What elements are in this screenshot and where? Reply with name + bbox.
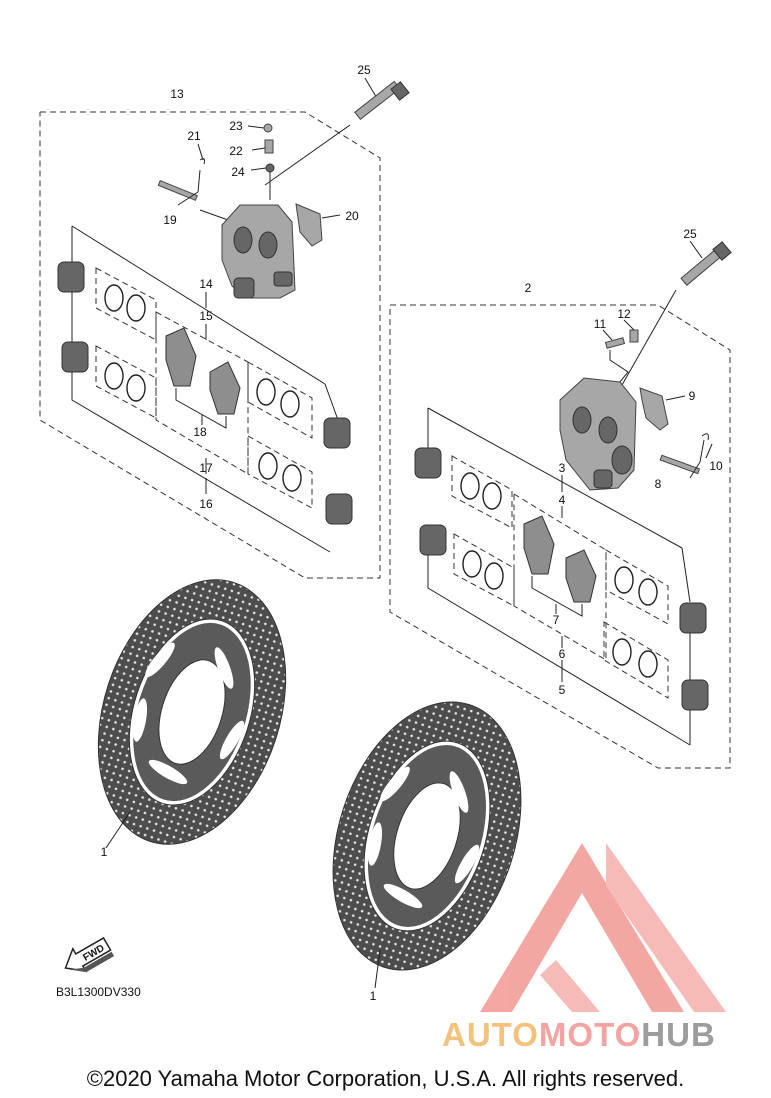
piston-right-1-icon <box>414 447 442 479</box>
callout-22: 22 <box>229 144 243 158</box>
callout-3: 3 <box>559 461 566 475</box>
brake-disc-left-icon <box>97 579 287 849</box>
piston-left-2-icon <box>61 341 89 373</box>
callout-8: 8 <box>655 477 662 491</box>
watermark-part-3: HUB <box>641 1016 716 1053</box>
brake-caliper-right-icon <box>559 377 637 491</box>
callout-15: 15 <box>199 309 213 323</box>
callout-7: 7 <box>553 613 560 627</box>
callout-24: 24 <box>231 165 245 179</box>
callout-labels: 1 1 2 3 4 5 6 7 8 9 10 11 12 13 14 15 16… <box>101 63 723 1003</box>
callout-1b: 1 <box>370 989 377 1003</box>
piston-right-2-icon <box>419 524 447 556</box>
callout-14: 14 <box>199 277 213 291</box>
callout-25a: 25 <box>357 63 371 77</box>
brake-caliper-left-icon <box>221 204 296 299</box>
piston-right-3-icon <box>679 602 707 634</box>
callout-11: 11 <box>594 317 607 331</box>
brake-pad-right-icon <box>523 515 597 617</box>
callout-13: 13 <box>170 87 184 101</box>
bleed-screw-parts-right <box>602 319 639 389</box>
watermark-part-1: AUTO <box>442 1016 539 1053</box>
callout-16: 16 <box>199 497 213 511</box>
piston-right-4-icon <box>681 679 709 711</box>
callout-9: 9 <box>689 389 696 403</box>
forward-direction-arrow-icon: FWD <box>64 936 115 973</box>
callout-21: 21 <box>187 129 201 143</box>
piston-seal-kit-right <box>451 455 669 699</box>
callout-6: 6 <box>559 647 566 661</box>
piston-left-3-icon <box>323 417 351 449</box>
watermark-text: AUTOMOTOHUB <box>442 1016 716 1054</box>
right-caliper-assembly <box>389 240 732 769</box>
callout-20: 20 <box>345 209 359 223</box>
callout-5: 5 <box>559 683 566 697</box>
brake-disc-right-icon <box>332 701 522 989</box>
callout-17: 17 <box>199 461 213 475</box>
callout-25b: 25 <box>683 227 697 241</box>
callout-1a: 1 <box>101 845 108 859</box>
piston-left-1-icon <box>57 261 85 293</box>
caliper-pin-right <box>659 433 713 479</box>
callout-23: 23 <box>229 119 243 133</box>
brake-pad-left-icon <box>165 327 241 429</box>
callout-18: 18 <box>193 425 207 439</box>
callout-4: 4 <box>559 493 566 507</box>
bleed-screw-parts-left <box>247 123 275 200</box>
watermark-logo-icon <box>480 843 726 1012</box>
callout-10: 10 <box>709 459 723 473</box>
caliper-bolt-right <box>621 240 732 386</box>
watermark-part-2: MOTO <box>538 1016 642 1053</box>
diagram-code: B3L1300DV330 <box>56 985 141 999</box>
caliper-pin-left <box>157 143 229 221</box>
piston-seal-kit-left <box>95 267 313 509</box>
callout-12: 12 <box>617 307 631 321</box>
pad-spring-left-icon <box>295 203 341 247</box>
caliper-bolt-left <box>264 77 410 186</box>
left-caliper-assembly <box>39 77 410 579</box>
copyright-notice: ©2020 Yamaha Motor Corporation, U.S.A. A… <box>86 1066 685 1091</box>
callout-2: 2 <box>525 281 532 295</box>
pad-spring-right-icon <box>639 387 686 431</box>
piston-left-4-icon <box>325 493 353 525</box>
callout-19: 19 <box>163 213 177 227</box>
